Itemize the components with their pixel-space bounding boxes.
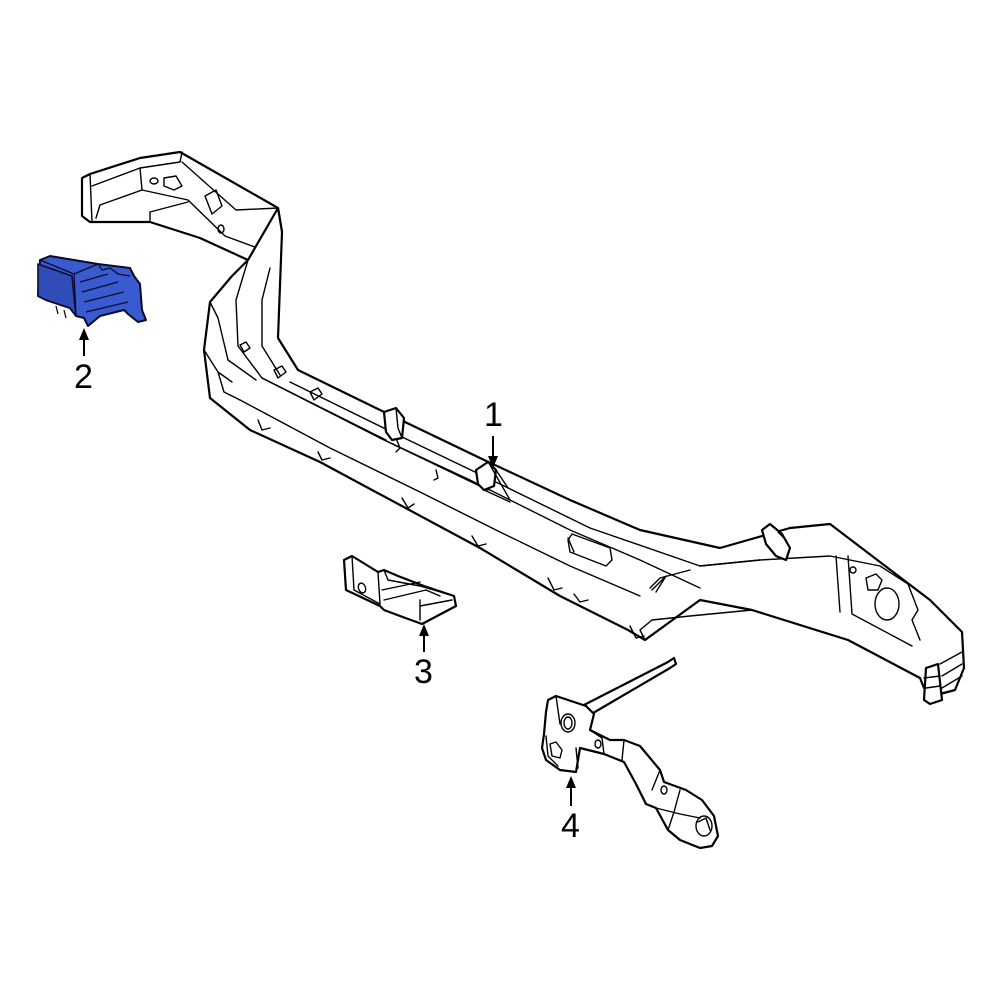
callout-2-label: 2 [74,358,93,396]
part-4-brace[interactable] [540,656,720,850]
callout-1-arrow [488,436,498,468]
callout-4-label: 4 [561,807,580,845]
callout-4-arrow [566,776,576,806]
part-2-bracket-highlighted[interactable] [37,255,147,327]
callout-2-arrow [79,328,89,356]
callout-3-label: 3 [414,653,433,691]
callout-1-label: 1 [484,396,503,434]
part-3-bracket[interactable] [342,554,458,626]
part-1-main-beam[interactable] [80,150,966,706]
callout-3-arrow [419,624,429,652]
